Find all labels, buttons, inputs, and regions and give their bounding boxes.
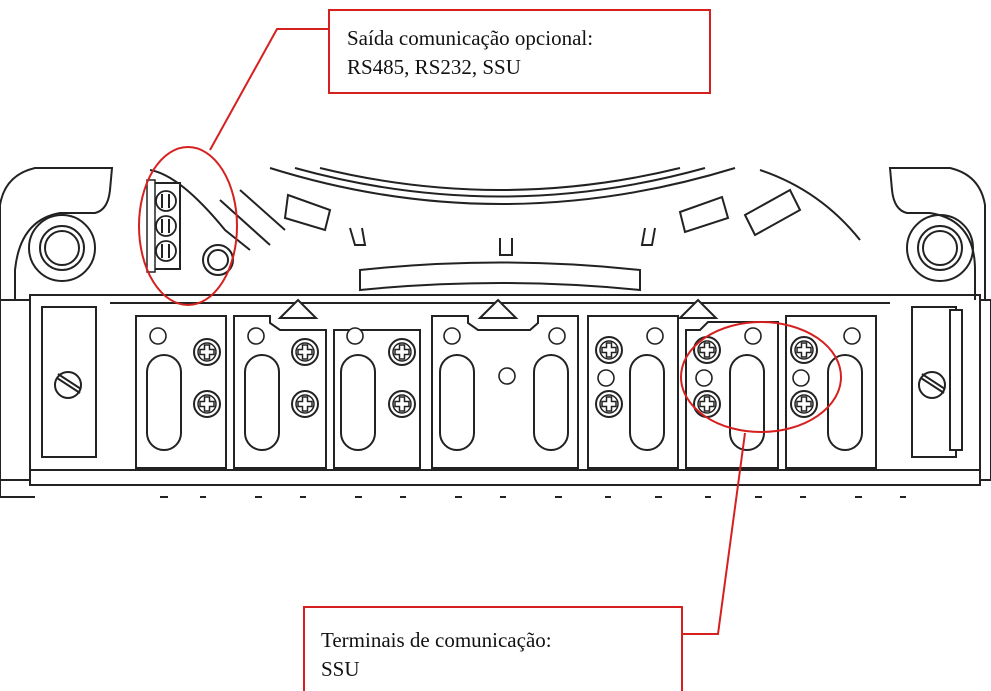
callout-communication-terminals: Terminais de comunicação: SSU — [303, 606, 683, 691]
terminal-end-left — [41, 306, 97, 458]
annotation-bottom-highlight — [680, 321, 842, 635]
mounting-hole-left — [28, 214, 96, 282]
housing-upper — [0, 167, 986, 300]
callout-optional-communication: Saída comunicação opcional: RS485, RS232… — [328, 9, 711, 94]
optional-communication-connector — [146, 179, 181, 273]
callout-bottom-line-2: SSU — [321, 657, 360, 681]
callout-bottom-line-1: Terminais de comunicação: — [321, 628, 552, 652]
callout-top-line-2: RS485, RS232, SSU — [347, 55, 521, 79]
annotation-top-highlight — [138, 28, 328, 306]
terminal-end-right — [911, 306, 963, 458]
terminal-block-frame — [0, 294, 991, 498]
callout-top-line-1: Saída comunicação opcional: — [347, 26, 594, 50]
mounting-hole-right — [906, 214, 974, 282]
terminal-slot-4 — [431, 315, 579, 469]
